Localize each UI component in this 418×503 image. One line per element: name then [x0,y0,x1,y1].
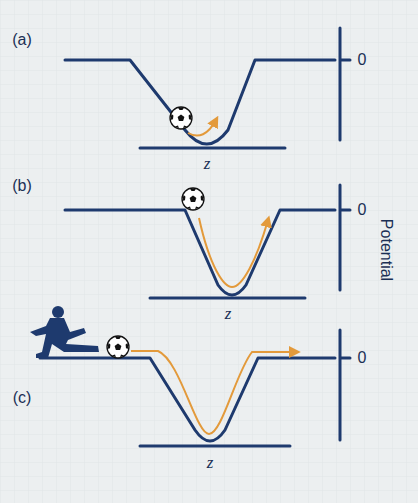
axis-label: z [204,155,211,172]
zero-tick-label: 0 [358,202,367,218]
panel-letter: (c) [13,390,32,406]
panel-letter: (a) [12,32,32,48]
axis-label: z [225,305,232,322]
axis-title: Potential [378,219,394,281]
zero-tick-label: 0 [358,52,367,68]
axis-label: z [207,454,214,471]
zero-tick-label: 0 [358,350,367,366]
panel-letter: (b) [12,178,32,194]
